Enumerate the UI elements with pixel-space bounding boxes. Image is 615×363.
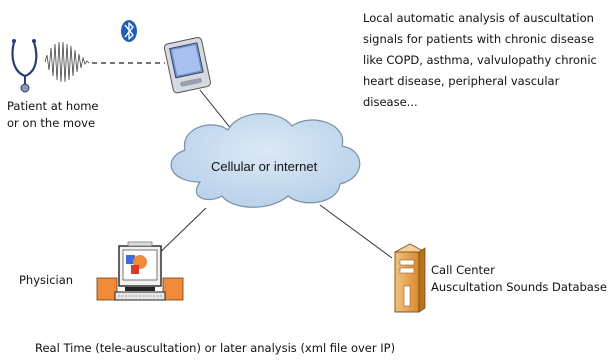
analysis-note-line-3: like COPD, asthma, valvulopathy chronic: [363, 53, 597, 67]
patient-label-line-2: or on the move: [7, 116, 96, 130]
footer-caption: Real Time (tele-auscultation) or later a…: [35, 341, 396, 355]
analysis-note-line-4: heart disease, peripheral vascular: [363, 74, 560, 88]
stethoscope-icon: [11, 39, 38, 93]
waveform-icon: [44, 41, 90, 83]
analysis-note: Local automatic analysis of auscultation…: [363, 8, 597, 113]
analysis-note-line-1: Local automatic analysis of auscultation: [363, 11, 594, 25]
pda-device-icon: [163, 37, 211, 94]
patient-label: Patient at home or on the move: [7, 98, 99, 132]
server-tower-icon: [394, 243, 426, 313]
cloud-to-server-link: [319, 204, 393, 259]
cloud-label: Cellular or internet: [211, 159, 318, 174]
bluetooth-icon: [121, 20, 137, 42]
call-center-label-line-2: Auscultation Sounds Database: [431, 280, 607, 294]
cloud-shape: [170, 113, 361, 208]
analysis-note-line-5: disease...: [363, 95, 418, 109]
call-center-label-line-1: Call Center: [431, 263, 495, 277]
call-center-label: Call Center Auscultation Sounds Database: [431, 262, 607, 296]
physician-computer-icon: [96, 241, 184, 301]
pda-to-cloud-link: [199, 89, 233, 131]
patient-label-line-1: Patient at home: [7, 99, 99, 113]
physician-label: Physician: [19, 273, 74, 287]
analysis-note-line-2: signals for patients with chronic diseas…: [363, 32, 595, 46]
